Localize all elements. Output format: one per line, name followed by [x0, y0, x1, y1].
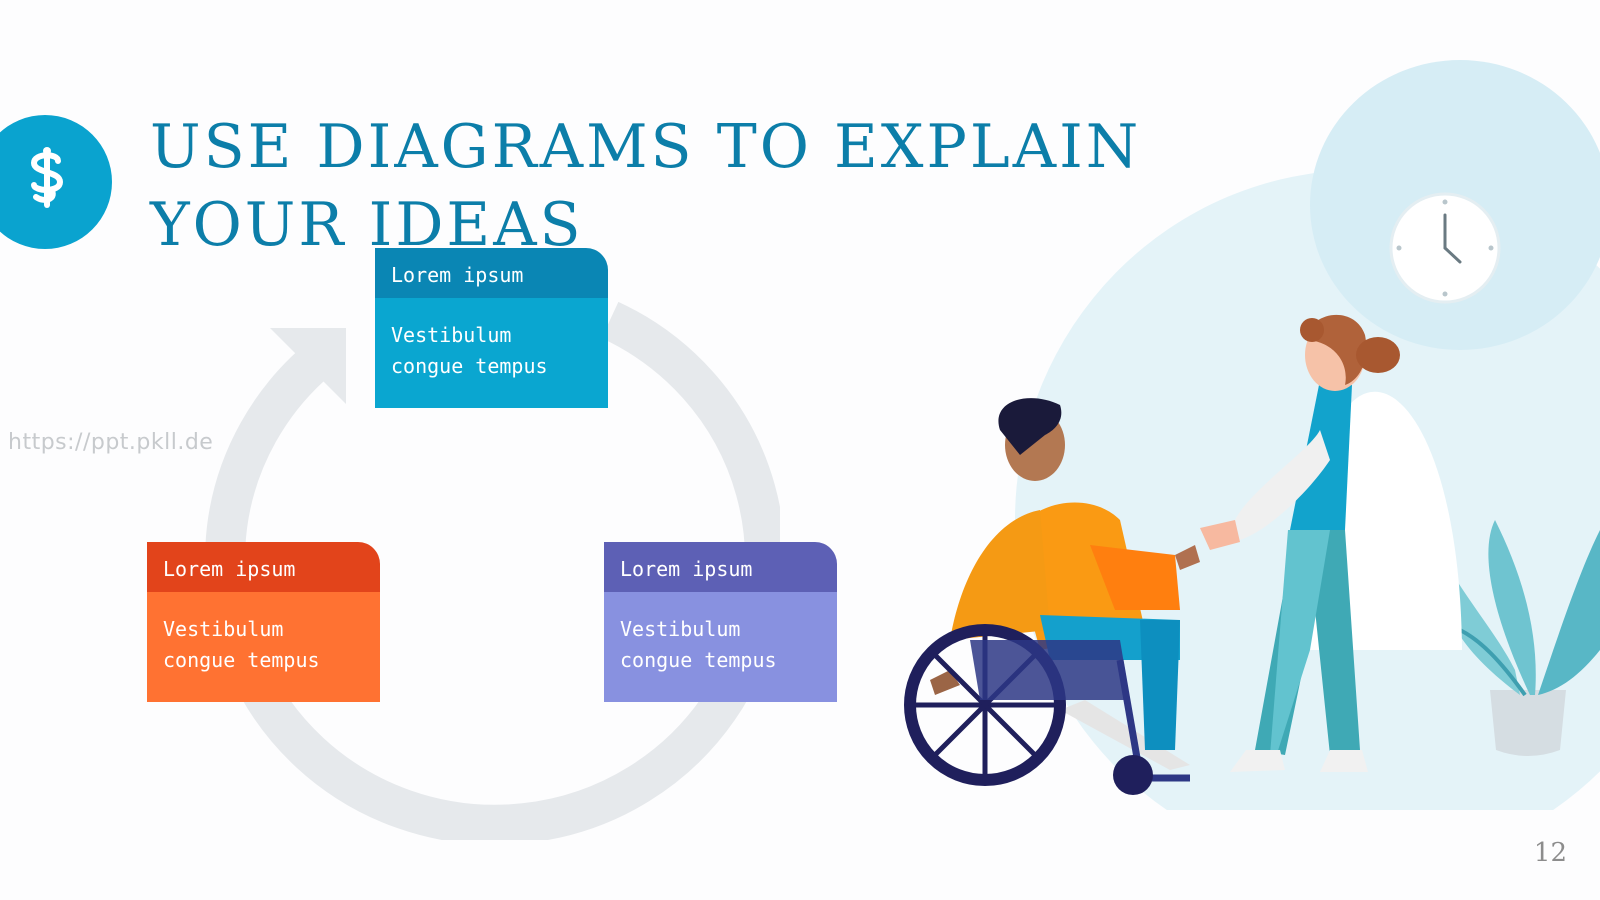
card-header-right: Lorem ipsum	[604, 542, 837, 592]
plant-icon	[1445, 520, 1600, 756]
wheelchair-icon	[904, 624, 1190, 795]
cycle-card-right: Lorem ipsum Vestibulum congue tempus	[604, 542, 837, 702]
card-header-top: Lorem ipsum	[375, 248, 608, 298]
wheelchair-user-figure	[904, 398, 1200, 795]
card-body-left: Vestibulum congue tempus	[147, 592, 380, 702]
doctor-figure	[1200, 314, 1462, 772]
doctor-patient-illustration	[904, 60, 1600, 810]
cycle-ring	[205, 301, 780, 840]
logo-badge	[0, 115, 112, 249]
cycle-card-left: Lorem ipsum Vestibulum congue tempus	[147, 542, 380, 702]
clock-icon	[1389, 192, 1501, 304]
card-body-right: Vestibulum congue tempus	[604, 592, 837, 702]
card-header-left: Lorem ipsum	[147, 542, 380, 592]
watermark-text: https://ppt.pkll.de	[8, 430, 214, 455]
cycle-card-top: Lorem ipsum Vestibulum congue tempus	[375, 248, 608, 408]
cycle-arrowhead	[270, 328, 346, 404]
caduceus-icon	[30, 147, 64, 208]
card-body-top: Vestibulum congue tempus	[375, 298, 608, 408]
page-number: 12	[1533, 838, 1567, 868]
